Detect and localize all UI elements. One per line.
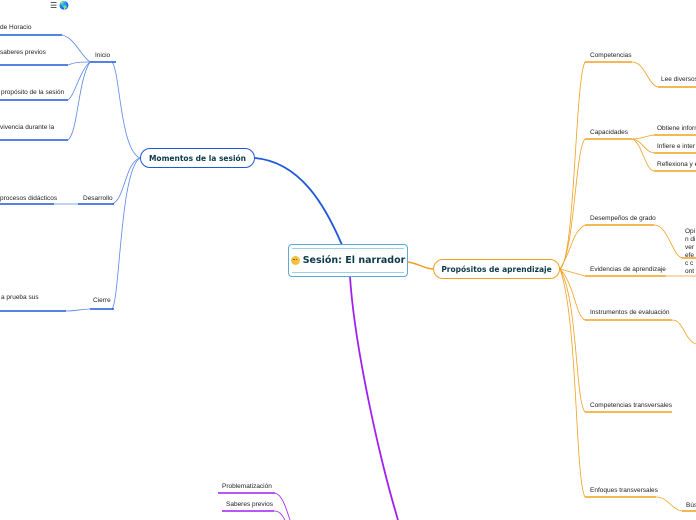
subtopic-desempenos[interactable]: Desempeños de grado <box>590 215 656 222</box>
root-node[interactable]: Sesión: El narrador <box>288 244 408 277</box>
leaf-procesos[interactable]: procesos didácticos <box>0 195 58 202</box>
subtopic-competencias[interactable]: Competencias <box>590 52 632 59</box>
leaf-saberes-previos-bottom[interactable]: Saberes previos <box>226 501 273 508</box>
leaf-lee-diversos[interactable]: Lee diversos <box>661 76 696 83</box>
subtopic-inicio[interactable]: Inicio <box>95 52 111 59</box>
subtopic-evidencias[interactable]: Evidencias de aprendizaje <box>590 266 666 273</box>
leaf-proposito[interactable]: propósito de la sesión <box>1 89 65 96</box>
leaf-prueba[interactable]: a prueba sus <box>1 294 39 301</box>
subtopic-cierre[interactable]: Cierre <box>93 297 111 304</box>
globe-icon[interactable]: 🌎 <box>59 1 70 10</box>
face-icon <box>290 256 300 265</box>
leaf-obtiene[interactable]: Obtiene inform <box>657 125 696 132</box>
right-branch-connectors <box>407 61 696 512</box>
leaf-horacio[interactable]: de Horacio <box>0 24 32 31</box>
topic-propositos-de-aprendizaje[interactable]: Propósitos de aprendizaje <box>433 259 560 279</box>
leaf-reflexiona[interactable]: Reflexiona y e <box>657 161 696 168</box>
left-branch-connectors <box>0 34 343 312</box>
subtopic-enfoques[interactable]: Enfoques transversales <box>590 487 658 494</box>
topic-label: Propósitos de aprendizaje <box>441 264 552 274</box>
leaf-saberes-previos[interactable]: saberes previos <box>0 49 46 56</box>
leaf-bus[interactable]: Bús <box>686 502 696 509</box>
toolbar: ☰ 🌎 <box>50 1 69 10</box>
topic-label: Momentos de la sesión <box>148 153 247 163</box>
leaf-problematizacion[interactable]: Problematización <box>222 483 272 490</box>
subtopic-instrumentos[interactable]: Instrumentos de evaluación <box>590 309 670 316</box>
leaf-infiere[interactable]: Infiere e inter <box>657 143 695 150</box>
subtopic-competencias-transversales[interactable]: Competencias transversales <box>590 402 673 409</box>
menu-icon[interactable]: ☰ <box>50 1 58 10</box>
topic-momentos-de-la-sesion[interactable]: Momentos de la sesión <box>140 148 255 168</box>
bottom-branch-connectors <box>218 276 399 520</box>
subtopic-capacidades[interactable]: Capacidades <box>590 129 628 136</box>
root-label: Sesión: El narrador <box>302 255 406 266</box>
leaf-vivencia[interactable]: vivencia durante la <box>0 124 55 131</box>
leaf-opina[interactable]: Opin diver efec cont <box>685 228 696 275</box>
subtopic-desarrollo[interactable]: Desarrollo <box>83 195 113 202</box>
